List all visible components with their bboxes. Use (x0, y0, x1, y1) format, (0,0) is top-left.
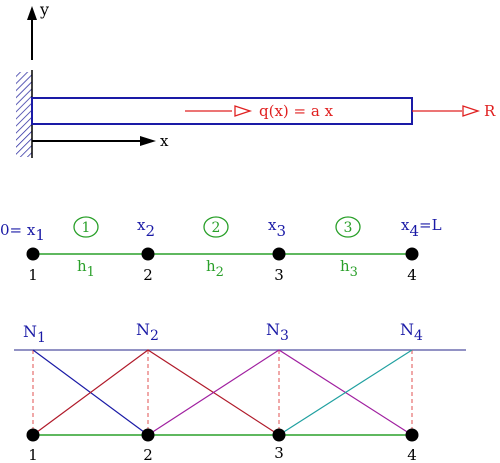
shape-label-N3: N3 (266, 320, 289, 344)
element-length-1: h1 (77, 257, 95, 280)
x-axis-arrowhead (140, 136, 156, 146)
mesh-node-2 (141, 247, 155, 261)
shape-label-N1: N1 (23, 322, 46, 346)
fixed-wall-hatch (16, 72, 32, 157)
node-coordinate-4: x4=L (401, 216, 442, 240)
element-length-3: h3 (340, 257, 358, 280)
svg-text:1: 1 (82, 220, 91, 236)
element-length-2: h2 (206, 257, 224, 280)
shape-function-N2 (32, 349, 280, 436)
mesh-node-1 (26, 247, 40, 261)
element-number-2: 2 (203, 216, 229, 238)
svg-text:3: 3 (344, 220, 353, 236)
shape-node-2 (141, 428, 155, 442)
mesh-panel: 0= x1 x2 x3 x4=L 1 2 3 h1 h2 h3 1 2 3 4 (0, 216, 442, 284)
node-coordinate-3: x3 (268, 216, 286, 240)
shape-node-number-4: 4 (407, 446, 417, 463)
shape-function-N3 (147, 349, 413, 436)
shape-label-N2: N2 (136, 320, 159, 344)
load-label: q(x) = a x (259, 102, 334, 120)
svg-text:2: 2 (212, 220, 221, 236)
shape-node-number-1: 1 (28, 446, 38, 463)
node-coordinate-1: 0= x1 (0, 221, 45, 244)
mesh-node-number-1: 1 (28, 266, 38, 284)
shape-node-number-3: 3 (274, 444, 284, 462)
mesh-node-number-4: 4 (407, 266, 417, 284)
load-arrowhead (234, 105, 253, 117)
shape-node-number-2: 2 (143, 446, 153, 463)
shape-function-N4 (278, 349, 413, 436)
mesh-node-number-2: 2 (143, 266, 153, 284)
mesh-node-3 (272, 247, 286, 261)
mesh-node-number-3: 3 (274, 266, 284, 284)
beam-panel: y x q(x) = a x R (16, 0, 496, 158)
shape-node-1 (26, 428, 40, 442)
x-axis-label: x (160, 132, 169, 150)
element-number-3: 3 (335, 216, 361, 238)
shape-node-4 (405, 428, 419, 442)
mesh-node-4 (405, 247, 419, 261)
shape-node-3 (272, 428, 286, 442)
y-axis-label: y (39, 0, 49, 19)
element-number-1: 1 (73, 216, 99, 238)
y-axis-arrowhead (27, 6, 37, 20)
end-force-arrowhead (462, 105, 481, 117)
shape-function-panel: N1 N2 N3 N4 1 2 3 4 (14, 320, 466, 463)
shape-label-N4: N4 (400, 320, 423, 344)
node-coordinate-2: x2 (137, 216, 155, 240)
end-force-label: R (484, 102, 496, 120)
